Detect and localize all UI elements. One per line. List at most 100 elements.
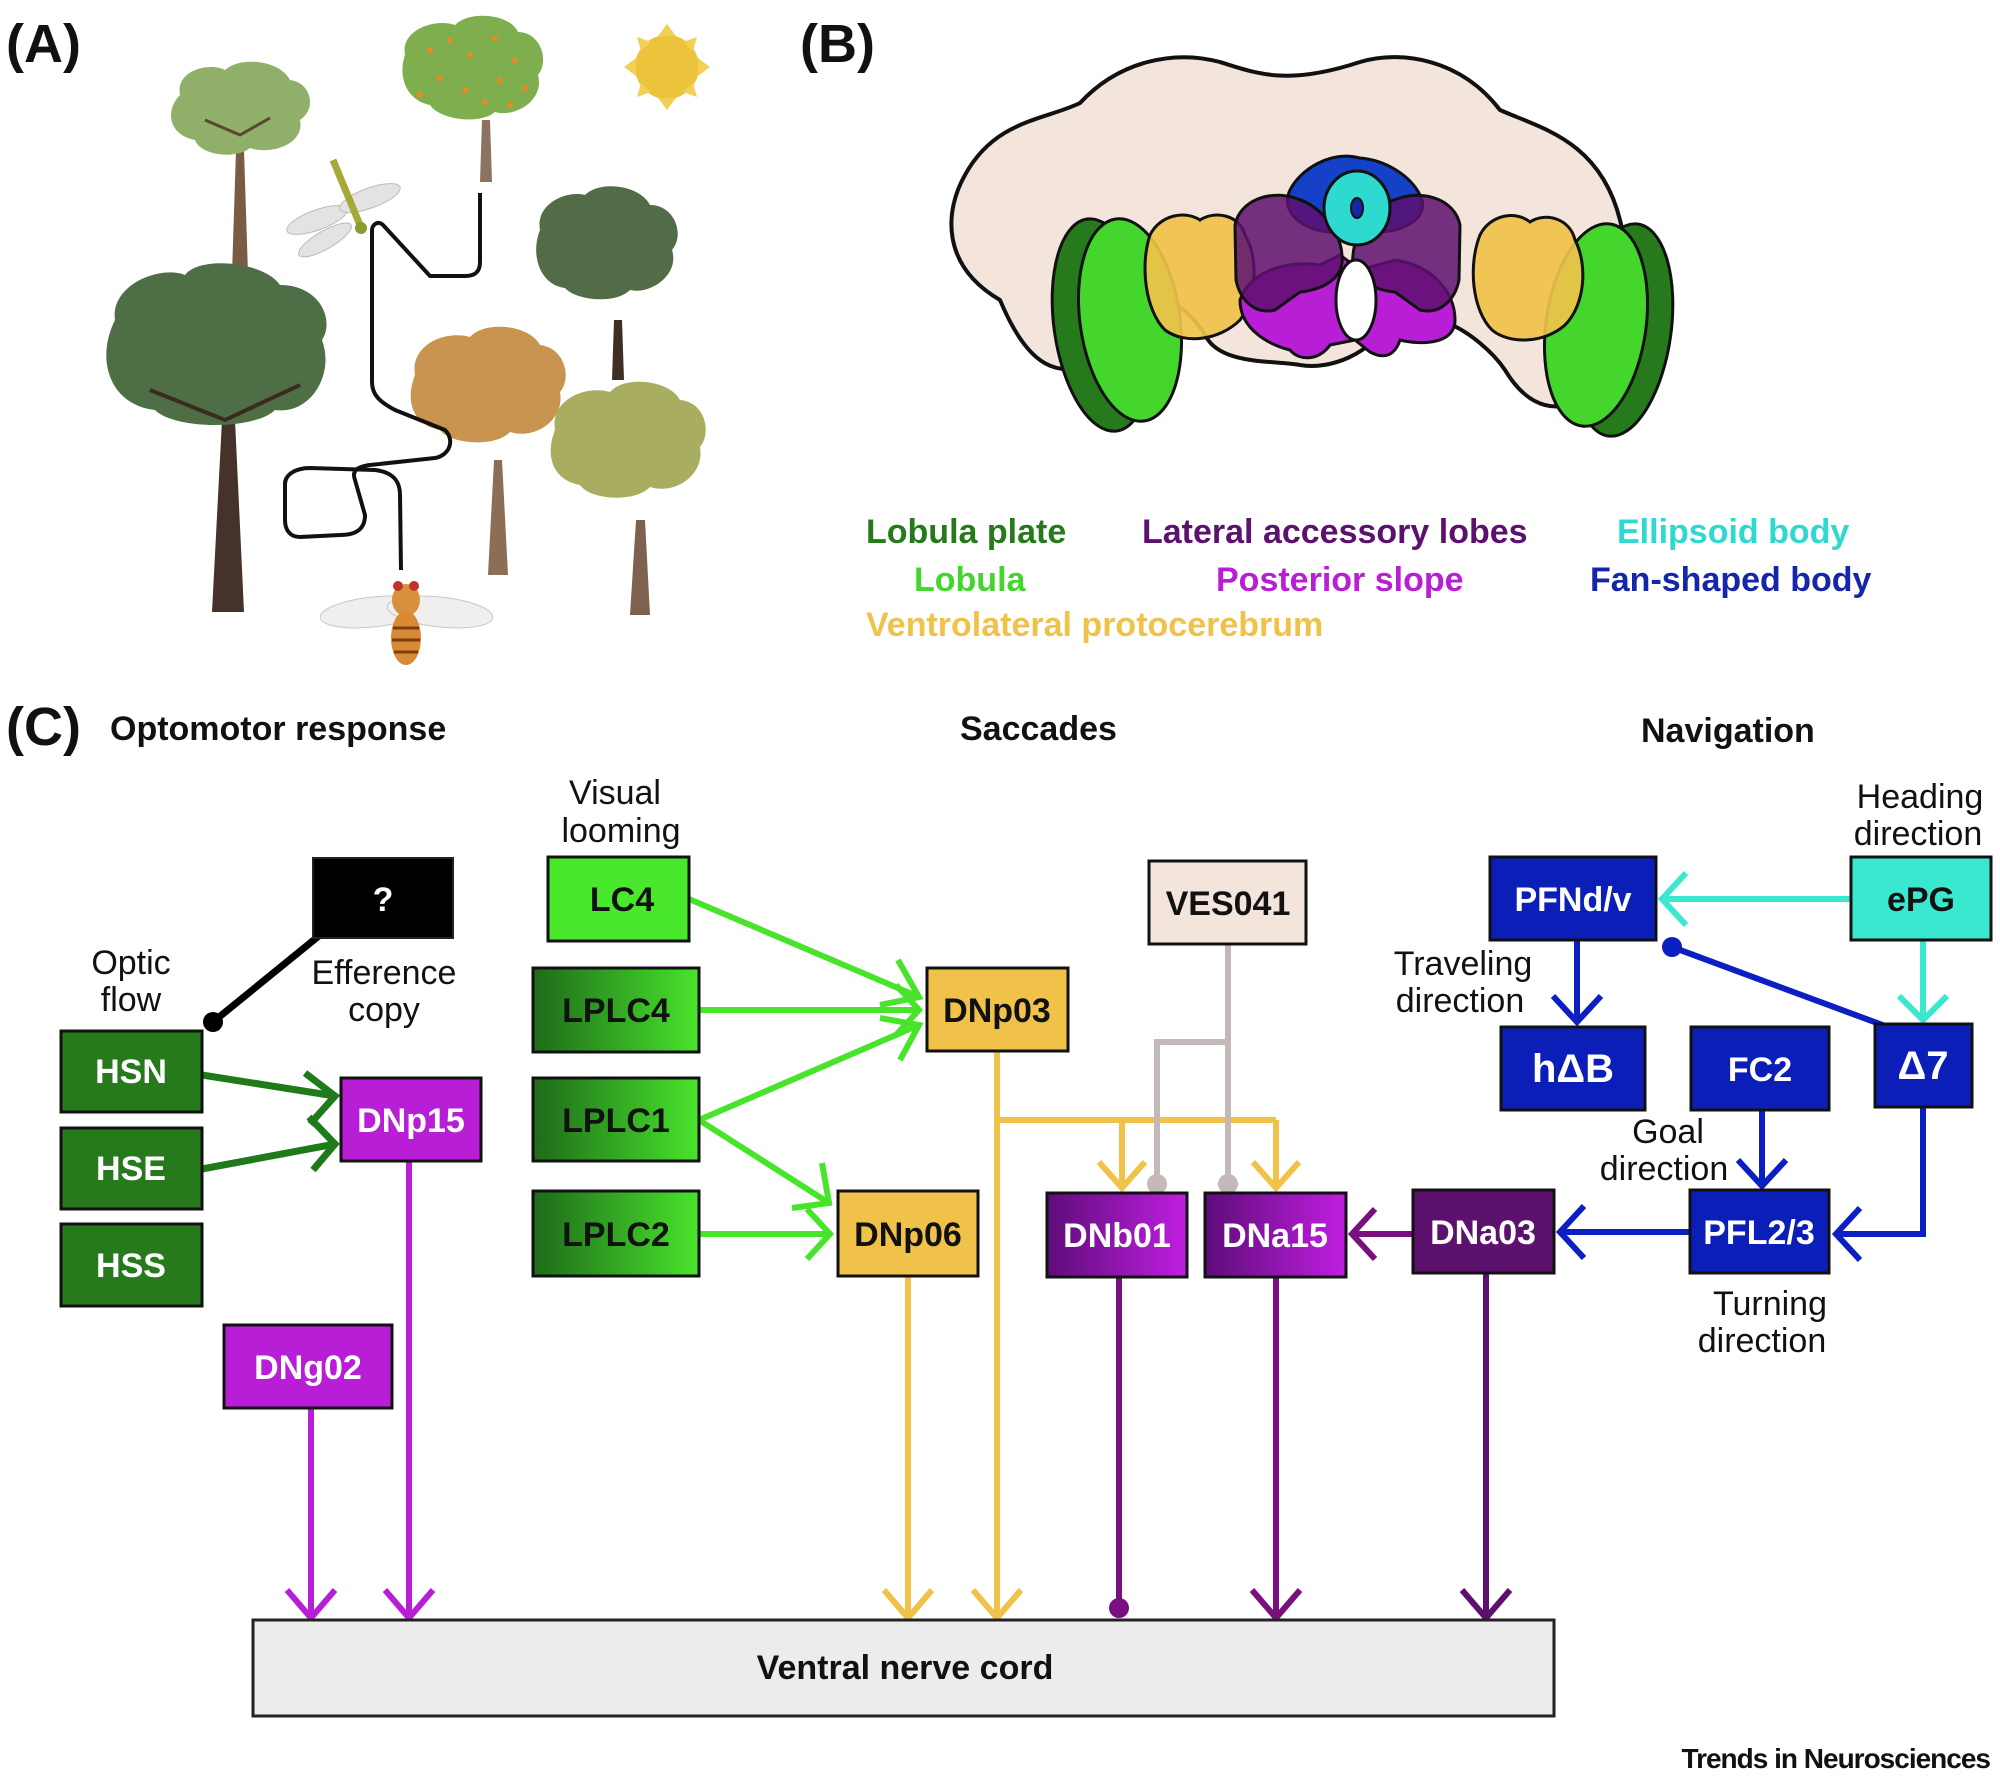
section-saccades: Saccades: [960, 710, 1117, 748]
arrowhead: [1250, 1160, 1302, 1193]
node-unknown[interactable]: ?: [312, 857, 454, 939]
brain-legend: Lobula plate Lobula Ventrolateral protoc…: [866, 513, 1872, 644]
lateral-accessory-lobe-left: [1233, 193, 1344, 313]
node-hss[interactable]: HSS: [59, 1222, 204, 1308]
node-dng02-label: DNg02: [254, 1349, 362, 1387]
arrowhead: [970, 1588, 1024, 1623]
flight-path: [283, 193, 482, 571]
arrowhead: [302, 1070, 341, 1127]
arrowhead: [1550, 993, 1604, 1027]
node-lc4[interactable]: LC4: [546, 855, 691, 943]
arrowhead: [893, 982, 924, 1038]
fruit-fly-icon: [319, 581, 494, 665]
panel-b-letter: (B): [800, 14, 875, 74]
esophageal-foramen: [1334, 258, 1378, 342]
arrow-d7-pfl23: [1836, 1107, 1926, 1237]
node-ves041[interactable]: VES041: [1147, 859, 1308, 946]
arrowhead: [382, 1588, 436, 1623]
section-optomotor-response: Optomotor response: [110, 710, 446, 748]
tree-icon: [550, 381, 706, 615]
node-unknown-label: ?: [373, 881, 394, 919]
legend-ellipsoid-body: Ellipsoid body: [1617, 513, 1849, 551]
fruit-tree-icon: [402, 15, 544, 182]
node-dnb01[interactable]: DNb01: [1045, 1191, 1189, 1279]
arrowhead: [1459, 1588, 1513, 1623]
arrow-lplc1-dnp06: [697, 1117, 831, 1206]
arrowhead: [881, 1588, 935, 1623]
node-epg[interactable]: ePG: [1849, 855, 1993, 942]
arrow-lc4-dnp03: [687, 896, 921, 1000]
node-lplc4-label: LPLC4: [562, 992, 670, 1030]
arrowhead: [1735, 1157, 1789, 1191]
node-dna15[interactable]: DNa15: [1203, 1191, 1348, 1279]
node-hdb[interactable]: hΔB: [1499, 1025, 1647, 1112]
arrowhead: [879, 958, 924, 1008]
node-dna15-label: DNa15: [1222, 1217, 1328, 1255]
arrow-hse-dnp15: [201, 1140, 336, 1173]
node-lplc4[interactable]: LPLC4: [531, 966, 701, 1054]
sun-icon: [624, 24, 710, 110]
node-hse[interactable]: HSE: [59, 1126, 204, 1211]
node-lc4-label: LC4: [590, 881, 654, 919]
arrow-lplc1-dnp03: [697, 1022, 921, 1123]
legend-lobula: Lobula: [914, 561, 1027, 599]
panel-a-letter: (A): [6, 14, 81, 74]
inhibitory-terminal: [1147, 1174, 1167, 1194]
arrowhead: [1249, 1588, 1303, 1623]
node-ves041-label: VES041: [1166, 885, 1291, 923]
arrowhead: [1555, 1203, 1587, 1261]
node-ventral-nerve-cord[interactable]: Ventral nerve cord: [251, 1618, 1556, 1718]
neuron-nodes: ? HSN HSE HSS DNp15 DNg02 LC4 LPLC4: [59, 855, 1993, 1718]
node-lplc2-label: LPLC2: [562, 1216, 670, 1254]
node-hsn[interactable]: HSN: [59, 1029, 204, 1114]
arrowhead: [1096, 1160, 1148, 1193]
section-navigation: Navigation: [1641, 712, 1815, 750]
node-dng02[interactable]: DNg02: [222, 1323, 394, 1410]
inhibitory-terminal: [1109, 1598, 1129, 1618]
arrowhead: [284, 1588, 338, 1623]
ellipsoid-body-center: [1350, 197, 1364, 219]
node-fc2[interactable]: FC2: [1689, 1025, 1831, 1112]
node-dna03[interactable]: DNa03: [1411, 1188, 1556, 1275]
ventrolateral-protocerebrum-right: [1471, 214, 1585, 342]
legend-posterior-slope: Posterior slope: [1216, 561, 1464, 599]
arrowhead: [306, 1114, 340, 1173]
node-pfl23[interactable]: PFL2/3: [1688, 1188, 1831, 1275]
node-fc2-label: FC2: [1728, 1051, 1792, 1089]
node-dnb01-label: DNb01: [1063, 1217, 1171, 1255]
node-dnp03[interactable]: DNp03: [925, 966, 1070, 1053]
node-lplc1-label: LPLC1: [562, 1102, 670, 1140]
tree-icon: [410, 326, 566, 575]
node-dnp06[interactable]: DNp06: [836, 1189, 980, 1278]
node-dnp15[interactable]: DNp15: [339, 1076, 483, 1163]
inhibitory-terminal: [203, 1012, 223, 1032]
node-epg-label: ePG: [1887, 881, 1955, 919]
node-pfndv-label: PFNd/v: [1514, 881, 1631, 919]
legend-ventrolateral-protocerebrum: Ventrolateral protocerebrum: [866, 606, 1323, 644]
connections: [201, 870, 1950, 1623]
node-pfndv[interactable]: PFNd/v: [1488, 855, 1658, 942]
legend-lateral-accessory-lobes: Lateral accessory lobes: [1142, 513, 1528, 551]
node-dna03-label: DNa03: [1430, 1214, 1536, 1252]
tree-icon: [171, 61, 311, 274]
node-lplc1[interactable]: LPLC1: [531, 1076, 701, 1163]
node-dnp03-label: DNp03: [943, 992, 1051, 1030]
arrowhead: [1657, 870, 1689, 928]
node-vnc-label: Ventral nerve cord: [757, 1649, 1054, 1687]
arrowhead: [1347, 1206, 1378, 1262]
node-hss-label: HSS: [96, 1247, 166, 1285]
arrow-hsn-dnp15: [201, 1071, 336, 1100]
node-dnp15-label: DNp15: [357, 1102, 465, 1140]
node-hdb-label: hΔB: [1532, 1047, 1614, 1091]
node-d7[interactable]: Δ7: [1873, 1022, 1974, 1109]
node-lplc2[interactable]: LPLC2: [531, 1189, 701, 1278]
tree-icon: [106, 263, 327, 612]
arrowhead: [1831, 1205, 1863, 1263]
arrowhead: [1896, 993, 1950, 1025]
dragonfly-icon: [286, 158, 401, 258]
